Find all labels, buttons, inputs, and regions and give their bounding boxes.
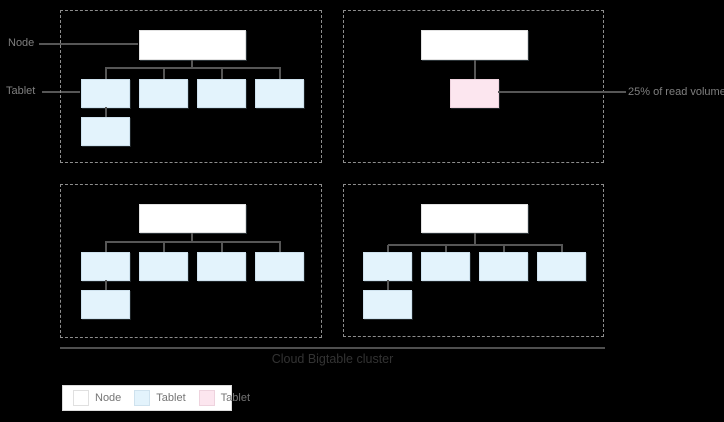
annotation-pointer-line [498, 91, 626, 93]
connector-stub [104, 242, 107, 253]
tablet-box [197, 79, 246, 108]
tablet-box [81, 290, 130, 319]
cluster-bracket-line [60, 347, 605, 349]
connector-trunk [191, 60, 193, 68]
connector-stub [220, 242, 223, 253]
tablet-label: Tablet [6, 85, 36, 97]
node-group-top-right [343, 10, 604, 163]
legend-item-tablet: Tablet [134, 390, 186, 406]
node-group-bottom-left [60, 184, 322, 338]
hot-tablet-box [450, 79, 499, 108]
tablet-box [479, 252, 528, 281]
connector-rail [105, 67, 281, 69]
connector-rail [105, 241, 281, 243]
hot-tablet-swatch [198, 390, 215, 406]
tablet-box [421, 252, 470, 281]
connector-stub [560, 245, 563, 253]
legend-label: Tablet [220, 392, 251, 404]
tablet-box [255, 252, 304, 281]
node-pointer-line [39, 43, 138, 45]
tablet-box [255, 79, 304, 108]
tablet-swatch [134, 390, 151, 406]
tablet-box [363, 290, 412, 319]
connector-stub [386, 280, 389, 291]
connector-stub [278, 68, 281, 80]
connector-stub [386, 245, 389, 253]
tablet-box [81, 117, 130, 146]
node-group-bottom-right [343, 184, 604, 337]
node-box [421, 30, 528, 60]
node-group-top-left [60, 10, 322, 163]
read-volume-annotation: 25% of read volume [628, 86, 724, 98]
node-label: Node [8, 37, 35, 49]
tablet-box [81, 79, 130, 108]
tablet-box [139, 252, 188, 281]
tablet-box [537, 252, 586, 281]
tablet-box [363, 252, 412, 281]
connector-stub [444, 245, 447, 253]
connector-trunk [473, 233, 476, 245]
legend: Node Tablet Tablet [62, 385, 250, 411]
connector-rail [387, 244, 563, 246]
tablet-box [197, 252, 246, 281]
legend-item-hot-tablet: Tablet [198, 390, 251, 406]
connector-stub [104, 280, 107, 291]
legend-label: Tablet [156, 392, 186, 404]
connector-stub [278, 242, 281, 253]
connector-stub [162, 242, 165, 253]
node-box [139, 30, 246, 60]
node-swatch [73, 390, 89, 406]
tablet-pointer-line [42, 91, 80, 93]
connector-stub [162, 68, 165, 80]
cluster-caption: Cloud Bigtable cluster [271, 352, 394, 366]
tablet-box [81, 252, 130, 281]
connector-stub [220, 68, 223, 80]
connector-trunk [473, 60, 476, 79]
connector-stub [104, 107, 107, 118]
connector-trunk [191, 233, 193, 242]
tablet-box [139, 79, 188, 108]
connector-stub [104, 68, 107, 80]
connector-stub [502, 245, 505, 253]
legend-item-node: Node [73, 390, 121, 406]
node-box [421, 204, 528, 233]
node-box [139, 204, 246, 233]
legend-label: Node [95, 392, 122, 404]
